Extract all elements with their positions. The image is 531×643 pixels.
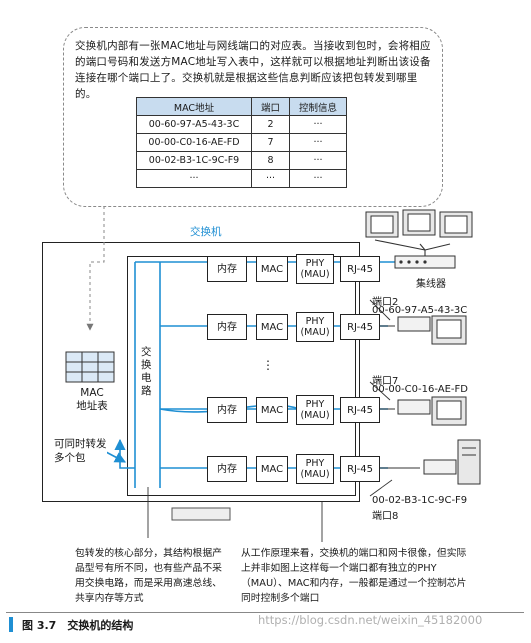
table-row: ··· ··· ··· bbox=[136, 169, 347, 188]
phy-block-3: PHY (MAU) bbox=[296, 395, 334, 425]
note-port-structure: 从工作原理来看，交换机的端口和网卡很像，但实际上并非如图上这样每一个端口都有独立… bbox=[241, 548, 467, 604]
figure-caption: 图 3.7 交换机的结构 bbox=[22, 619, 134, 632]
rj45-block-2: RJ-45 bbox=[340, 314, 380, 340]
rj45-block-1: RJ-45 bbox=[340, 256, 380, 282]
note-switching-core: 包转发的核心部分，其结构根据产品型号有所不同，也有些产品不采用交换电路，而是采用… bbox=[75, 548, 222, 604]
memory-block-2: 内存 bbox=[207, 314, 247, 340]
vertical-ellipsis: ⋮ bbox=[262, 358, 274, 372]
mac-block-4: MAC bbox=[256, 456, 288, 482]
callout-bubble bbox=[63, 27, 443, 207]
callout-text: 交换机内部有一张MAC地址与网线端口的对应表。当接收到包时，会将相应的端口号码和… bbox=[75, 40, 431, 100]
table-cell: ··· bbox=[251, 169, 290, 188]
memory-block-3: 内存 bbox=[207, 397, 247, 423]
table-header-mac: MAC地址 bbox=[136, 97, 252, 116]
mac-address-table: MAC地址 端口 控制信息 00-60-97-A5-43-3C 2 ··· 00… bbox=[136, 97, 347, 188]
port2-label: 端口2 bbox=[372, 297, 399, 308]
forward-label: 可同时转发 多个包 bbox=[54, 437, 107, 465]
port2-mac: 00-60-97-A5-43-3C bbox=[372, 305, 468, 316]
table-cell: ··· bbox=[289, 133, 347, 152]
memory-block-1: 内存 bbox=[207, 256, 247, 282]
rj45-block-3: RJ-45 bbox=[340, 397, 380, 423]
phy-block-1: PHY (MAU) bbox=[296, 254, 334, 284]
caption-marker bbox=[9, 617, 13, 632]
mac-block-3: MAC bbox=[256, 397, 288, 423]
table-cell: ··· bbox=[289, 169, 347, 188]
switching-circuit-label: 交换电路 bbox=[141, 346, 152, 397]
port8-mac: 00-02-B3-1C-9C-F9 bbox=[372, 495, 468, 506]
switch-label: 交换机 bbox=[190, 226, 222, 238]
mac-table-label: MAC 地址表 bbox=[70, 387, 114, 413]
watermark: https://blog.csdn.net/weixin_45182000 bbox=[258, 613, 483, 627]
port7-mac: 00-00-C0-16-AE-FD bbox=[372, 384, 468, 395]
table-row: 00-00-C0-16-AE-FD 7 ··· bbox=[136, 133, 347, 152]
mac-block-1: MAC bbox=[256, 256, 288, 282]
mac-block-2: MAC bbox=[256, 314, 288, 340]
table-header-port: 端口 bbox=[251, 97, 290, 116]
phy-block-2: PHY (MAU) bbox=[296, 312, 334, 342]
port7-label: 端口7 bbox=[372, 376, 399, 387]
memory-block-4: 内存 bbox=[207, 456, 247, 482]
rj45-block-4: RJ-45 bbox=[340, 456, 380, 482]
hub-label: 集线器 bbox=[416, 279, 446, 290]
port8-label: 端口8 bbox=[372, 511, 399, 522]
caption-bar bbox=[6, 612, 524, 637]
table-header-control: 控制信息 bbox=[289, 97, 347, 116]
phy-block-4: PHY (MAU) bbox=[296, 454, 334, 484]
